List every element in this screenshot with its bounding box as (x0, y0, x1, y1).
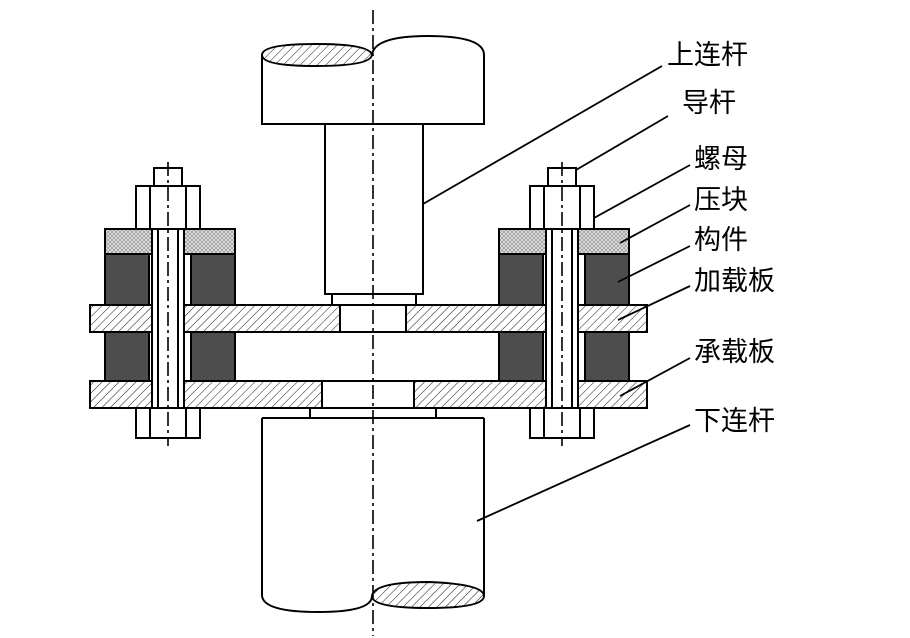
label-bearing-plate: 承载板 (694, 337, 775, 368)
leader-press-block (619, 204, 691, 244)
label-guide-rod: 导杆 (682, 88, 736, 119)
leader-bearing-plate (619, 357, 691, 397)
leader-upper-rod (422, 65, 663, 205)
leader-specimen (617, 245, 691, 283)
specimen-right-lower-b (584, 331, 630, 382)
label-specimen: 构件 (694, 225, 748, 256)
specimen-right-upper-a (498, 253, 544, 306)
leader-guide-rod (575, 115, 669, 171)
specimen-left-upper-b (190, 253, 236, 306)
leader-lower-rod (476, 424, 691, 522)
specimen-left-lower-a (104, 331, 150, 382)
specimen-left-lower-b (190, 331, 236, 382)
label-press-block: 压块 (694, 185, 748, 216)
leader-lines (422, 65, 691, 522)
label-nut: 螺母 (694, 144, 748, 175)
specimen-right-lower-a (498, 331, 544, 382)
specimen-left-upper-a (104, 253, 150, 306)
label-upper-rod: 上连杆 (667, 40, 748, 71)
lower-connecting-rod (261, 417, 486, 614)
label-lower-rod: 下连杆 (694, 406, 775, 437)
label-loading-plate: 加载板 (694, 266, 775, 297)
leader-nut (593, 164, 691, 219)
leader-loading-plate (617, 285, 691, 321)
guide-rod (324, 123, 424, 306)
